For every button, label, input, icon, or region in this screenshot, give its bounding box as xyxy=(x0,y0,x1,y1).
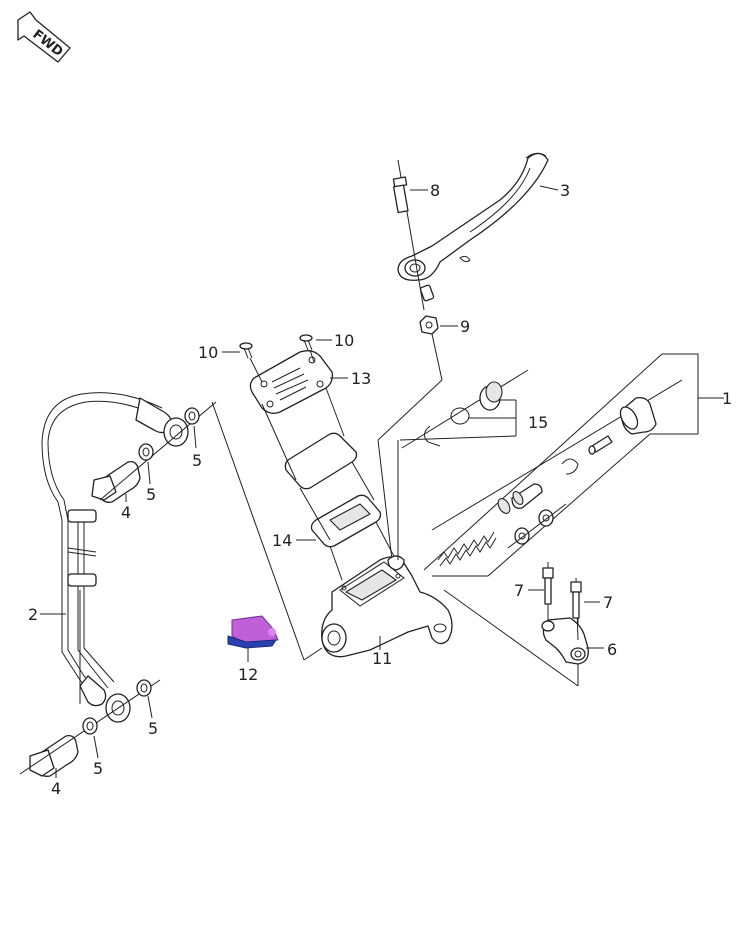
callout-14: 14 xyxy=(272,531,292,550)
banjo-bolt-lower xyxy=(29,734,79,777)
leader-lines xyxy=(40,185,724,778)
washer-a xyxy=(184,407,200,425)
callout-15: 15 xyxy=(528,413,548,432)
handlebar-clamp xyxy=(541,617,589,665)
reservoir-cap xyxy=(249,350,334,414)
clamp-bolt-left xyxy=(542,562,554,620)
diaphragm xyxy=(310,494,382,548)
callout-12: 12 xyxy=(238,665,258,684)
callout-13: 13 xyxy=(351,369,371,388)
piston xyxy=(497,483,543,514)
callout-7-right: 7 xyxy=(603,593,613,612)
callout-6: 6 xyxy=(607,640,617,659)
brake-hose xyxy=(41,392,189,723)
callout-5-a: 5 xyxy=(192,451,202,470)
callout-labels: 1 2 3 4 4 5 5 5 5 6 7 7 8 9 10 10 11 12 … xyxy=(28,181,732,798)
reservoir-grommet xyxy=(479,381,503,411)
boot xyxy=(619,396,657,435)
callout-2: 2 xyxy=(28,605,38,624)
callout-7-left: 7 xyxy=(514,581,524,600)
circlip xyxy=(561,458,579,475)
washer-c xyxy=(136,679,152,697)
retaining-clip xyxy=(424,425,441,447)
callout-10-left: 10 xyxy=(198,343,218,362)
callout-9: 9 xyxy=(460,317,470,336)
brake-fluid-label xyxy=(227,615,279,649)
cap-plate xyxy=(284,432,358,490)
lever-nut xyxy=(419,315,439,335)
callout-5-b: 5 xyxy=(146,485,156,504)
callout-1: 1 xyxy=(722,389,732,408)
callout-5-c: 5 xyxy=(148,719,158,738)
callout-4-lower: 4 xyxy=(51,779,61,798)
piston-cup xyxy=(538,509,554,527)
adjuster-pin xyxy=(419,284,435,302)
callout-8: 8 xyxy=(430,181,440,200)
callout-10-right: 10 xyxy=(334,331,354,350)
washer-b xyxy=(138,443,154,461)
cap-screw-left xyxy=(239,342,253,359)
cap-screw-right xyxy=(299,334,313,351)
fwd-arrow-icon: FWD xyxy=(17,11,71,63)
banjo-bolt-upper xyxy=(91,460,141,503)
callout-5-d: 5 xyxy=(93,759,103,778)
callout-11: 11 xyxy=(372,649,392,668)
callout-4-upper: 4 xyxy=(121,503,131,522)
pivot-bolt xyxy=(392,159,425,311)
o-ring xyxy=(450,407,470,425)
master-cylinder-body xyxy=(321,555,453,658)
clamp-bolt-right xyxy=(570,577,582,641)
brake-lever xyxy=(397,152,549,281)
push-rod xyxy=(588,435,613,455)
callout-3: 3 xyxy=(560,181,570,200)
washer-d xyxy=(82,717,98,735)
return-spring xyxy=(437,531,497,567)
